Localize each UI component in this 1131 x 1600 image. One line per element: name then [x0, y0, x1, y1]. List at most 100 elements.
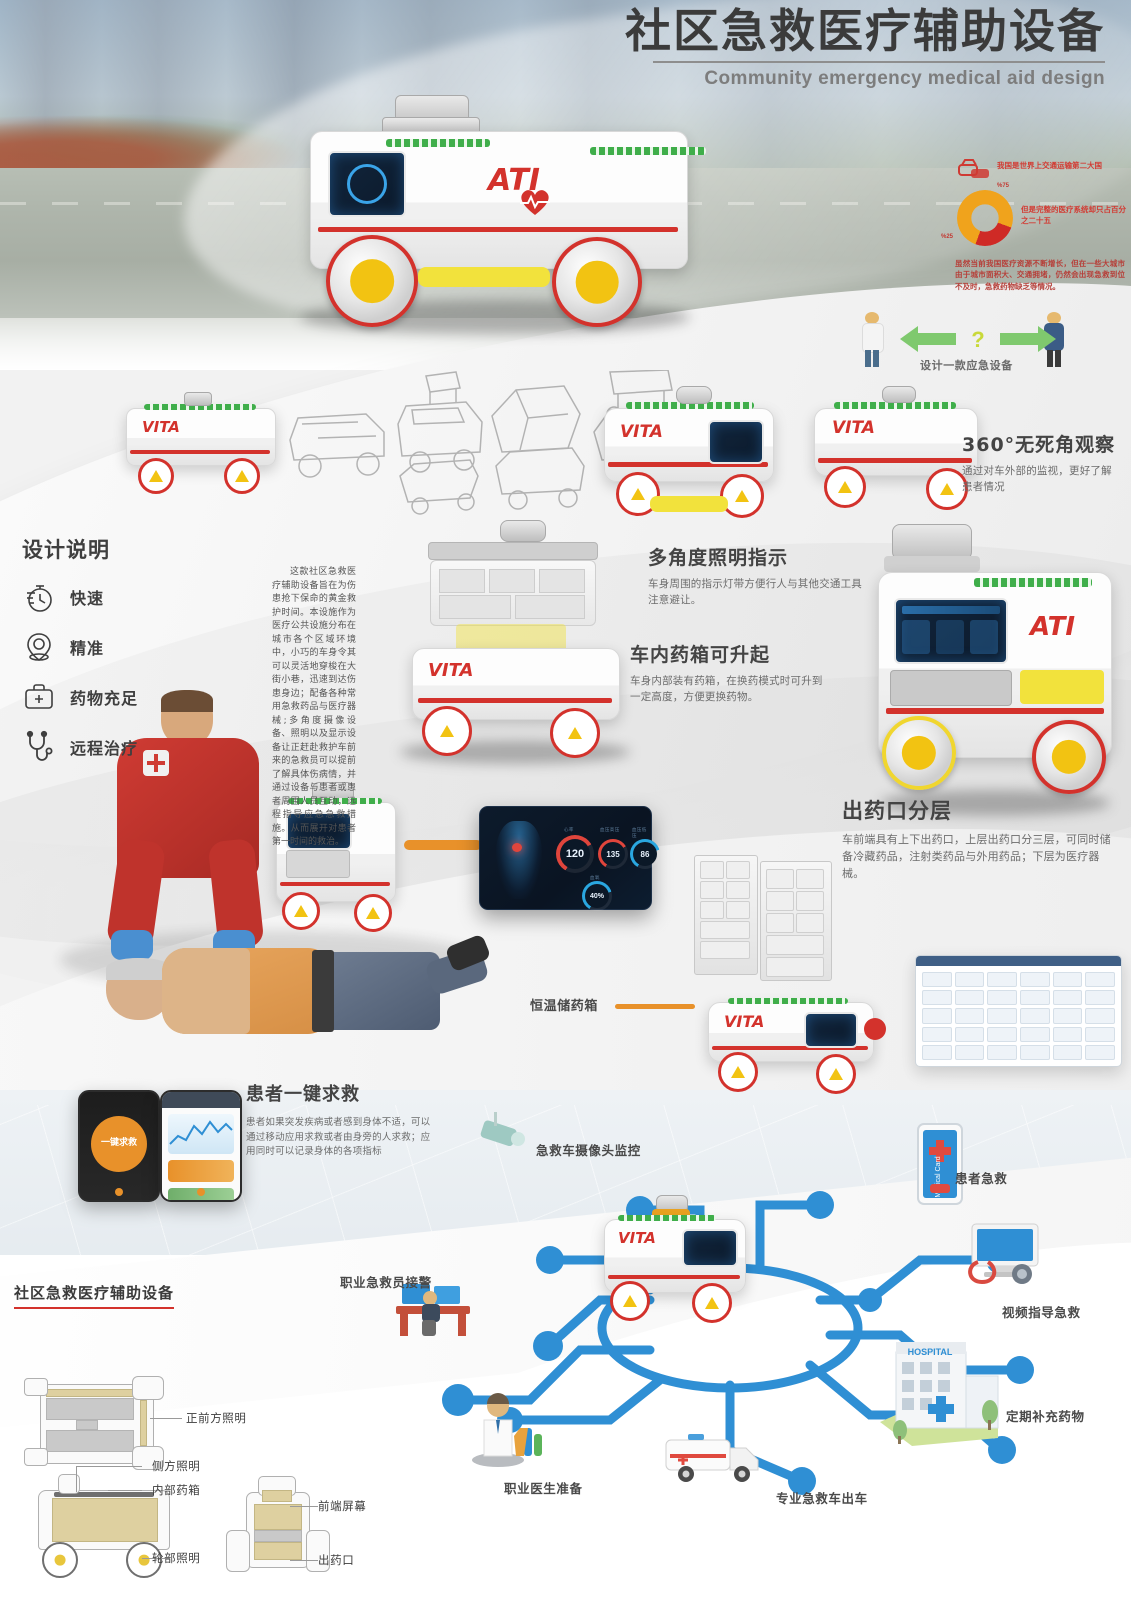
design-note-item-2: 药物充足	[22, 680, 138, 714]
inventory-cell[interactable]	[987, 990, 1017, 1006]
concept-arrows: ?	[900, 326, 1056, 352]
poster-header: 社区急救医疗辅助设备 Community emergency medical a…	[625, 8, 1105, 90]
inventory-cell[interactable]	[1019, 972, 1050, 988]
inventory-cell[interactable]	[1019, 1026, 1050, 1042]
hub-screen	[682, 1229, 738, 1267]
inventory-cell[interactable]	[1019, 1044, 1050, 1060]
sos-button[interactable]: 一键求救	[91, 1115, 147, 1172]
ambulance-icon	[658, 1420, 768, 1492]
hub-stripe	[608, 1275, 740, 1279]
inventory-cell[interactable]	[954, 1026, 985, 1042]
phone-health-data[interactable]	[160, 1090, 242, 1202]
detail-wheel-left	[882, 716, 956, 790]
gauge-caption-1: 血压高压	[600, 827, 620, 832]
inventory-cell[interactable]	[1019, 1008, 1050, 1024]
design-note-item-3: 远程治疗	[22, 730, 138, 764]
inventory-cell[interactable]	[1052, 972, 1083, 988]
inventory-cell[interactable]	[954, 972, 985, 988]
location-pin-icon	[22, 630, 56, 664]
vehicle-bedside	[270, 782, 400, 942]
video-consult-icon	[962, 1218, 1050, 1292]
donut-minor-label: %25	[941, 234, 954, 240]
phone-status-bar	[162, 1092, 240, 1108]
phone-sos[interactable]: 一键求救	[78, 1090, 160, 1202]
inventory-cell[interactable]	[1085, 1008, 1115, 1024]
design-note-label-1: 精准	[70, 639, 105, 658]
cabinet-cell	[700, 941, 750, 959]
raised-wheel-left	[422, 706, 472, 756]
inventory-cell[interactable]	[1085, 972, 1115, 988]
lighting-glow	[650, 496, 728, 512]
inventory-cell[interactable]	[1085, 1026, 1115, 1042]
hero-wheel-rear	[552, 237, 642, 327]
hero-front-screen	[328, 151, 406, 217]
lighting-stripe	[608, 462, 768, 467]
vehicle-raised-medicine-box: VITA	[400, 520, 630, 760]
gauge-oxygen: 40%	[582, 881, 612, 911]
sideview-roof-strip	[54, 1492, 154, 1497]
inventory-cell[interactable]	[1052, 1044, 1083, 1060]
detail-dispense-port	[890, 670, 1012, 706]
lead-dispense-port	[290, 1560, 318, 1561]
phone-home-button[interactable]	[115, 1188, 123, 1196]
restock-red-ball	[864, 1018, 886, 1040]
frontview-screen	[262, 1490, 292, 1502]
inventory-cell[interactable]	[987, 972, 1017, 988]
hospital-icon: HOSPITAL	[870, 1330, 1010, 1450]
software-inventory-grid	[922, 972, 1115, 1060]
bedside-screen	[286, 812, 352, 850]
inventory-cell[interactable]	[954, 990, 985, 1006]
feature-one-key-rescue: 患者一键求救 患者如果突发疾病或者感到身体不适，可以通过移动应用求救或者由身旁的…	[246, 1080, 436, 1160]
tech-label-front-screen: 前端屏幕	[318, 1499, 367, 1513]
gauge-heart-rate-value: 120	[560, 839, 590, 869]
inventory-cell[interactable]	[1052, 990, 1083, 1006]
page-subtitle: Community emergency medical aid design	[704, 68, 1105, 89]
cabinet-cell	[796, 869, 824, 889]
variant-a-light-bar	[144, 404, 256, 410]
inventory-cell[interactable]	[954, 1008, 985, 1024]
inventory-cell[interactable]	[922, 990, 952, 1006]
inventory-cell[interactable]	[1052, 1026, 1083, 1042]
inventory-cell[interactable]	[922, 972, 952, 988]
detail-stripe	[886, 708, 1104, 714]
inventory-cell[interactable]	[1085, 1044, 1115, 1060]
software-title-bar	[916, 956, 1121, 966]
node-label-camera: 急救车摄像头监控	[536, 1143, 641, 1158]
lead-wheel-lighting	[142, 1558, 170, 1559]
cabinet-cell	[766, 869, 794, 889]
inventory-cell[interactable]	[922, 1044, 952, 1060]
inventory-cell[interactable]	[954, 1044, 985, 1060]
cabinet-cell	[766, 957, 824, 977]
inventory-cell[interactable]	[922, 1026, 952, 1042]
tech-side-view	[30, 1470, 180, 1580]
inventory-cell[interactable]	[987, 1044, 1017, 1060]
lead-front-screen	[290, 1506, 318, 1507]
sideview-medicine-box	[52, 1498, 158, 1542]
stethoscope-icon	[22, 730, 56, 764]
variant-a-body	[126, 408, 276, 466]
inventory-cell[interactable]	[987, 1026, 1017, 1042]
sideview-wheel-rear	[126, 1542, 162, 1578]
lead-internal-box	[108, 1490, 142, 1491]
inventory-cell[interactable]	[1052, 1008, 1083, 1024]
variant-a-brand: VITA	[142, 418, 180, 436]
cabinet-cell	[726, 861, 750, 879]
management-software-panel[interactable]	[915, 955, 1122, 1067]
sideview-camera	[58, 1474, 80, 1494]
frontview-wheel-left	[226, 1530, 250, 1572]
sideview-wheel-front	[42, 1542, 78, 1578]
inventory-cell[interactable]	[1085, 990, 1115, 1006]
bedside-stripe	[280, 882, 390, 886]
infographic-headline: 我国是世界上交通运输第二大国	[997, 161, 1102, 170]
vehicle-restock: VITA	[700, 990, 886, 1100]
restock-wheel-right	[816, 1054, 856, 1094]
gauge-oxygen-value: 40%	[585, 884, 609, 908]
phone-home-button-2[interactable]	[197, 1188, 205, 1196]
inventory-cell[interactable]	[1019, 990, 1050, 1006]
v360-light-bar	[834, 402, 956, 409]
inventory-cell[interactable]	[922, 1008, 952, 1024]
inventory-cell[interactable]	[987, 1008, 1017, 1024]
topview-panel-lower	[46, 1430, 134, 1452]
feature-medbox-title: 车内药箱可升起	[630, 644, 771, 666]
topview-wheel-rl	[24, 1448, 48, 1466]
